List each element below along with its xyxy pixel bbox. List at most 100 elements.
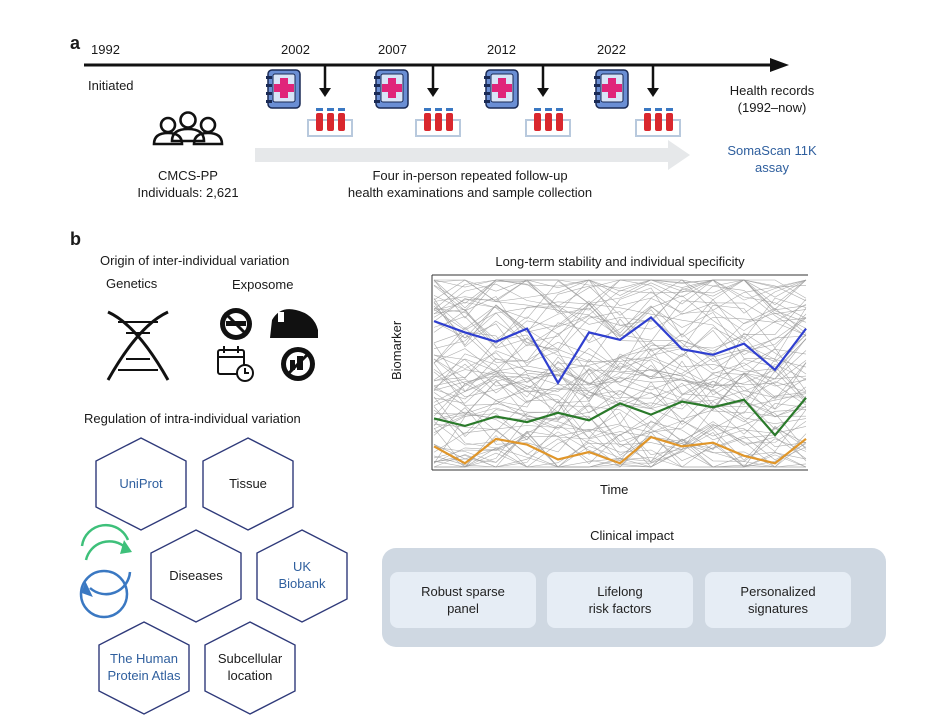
year-label-2022: 2022 [597, 42, 626, 57]
background-series-line [433, 438, 807, 468]
background-series-line [433, 329, 807, 385]
hexagon-label-subcellular: Subcellular location [195, 650, 305, 684]
medical-record-icon [374, 69, 409, 109]
impact-3-line1: Personalized [740, 584, 816, 599]
stability-title: Long-term stability and individual speci… [495, 254, 745, 269]
calendar-clock-icon [217, 346, 254, 382]
uk-biobank-line2: Biobank [278, 576, 326, 591]
background-series-line [433, 304, 807, 359]
background-series-line [433, 279, 807, 319]
panel-a-label: a [70, 33, 81, 53]
background-series-line [433, 302, 807, 355]
background-series-line [433, 317, 807, 371]
impact-3-line2: signatures [748, 601, 808, 616]
background-series-line [433, 377, 807, 430]
followup-band-arrow [255, 140, 690, 170]
background-series-line [433, 353, 807, 406]
background-series-line [433, 368, 807, 420]
impact-box-personalized-signatures: Personalized signatures [705, 572, 851, 628]
assay-line2: assay [755, 160, 789, 175]
background-series-line [433, 388, 807, 425]
background-series-line [433, 347, 807, 400]
background-series-line [433, 385, 807, 439]
cohort-label: CMCS-PP Individuals: 2,621 [118, 167, 258, 201]
medical-record-icon [484, 69, 519, 109]
sample-arrow-icon [537, 65, 549, 97]
highlight-series-line-1 [433, 315, 807, 386]
hexagon-uniprot [95, 437, 187, 531]
background-series-line [433, 365, 807, 417]
sample-tubes-icon [307, 108, 353, 137]
followup-group-2012 [484, 65, 571, 137]
background-series-line [433, 279, 807, 311]
sample-arrow-icon [647, 65, 659, 97]
background-series-line [433, 358, 807, 415]
chart-xlabel: Time [600, 482, 629, 497]
biomarker-line-chart [431, 274, 808, 471]
somascan-assay-label: SomaScan 11K assay [712, 142, 832, 176]
hexagon-label-diseases: Diseases [169, 568, 223, 583]
health-records-line2: (1992–now) [737, 100, 807, 115]
background-series-line [433, 338, 807, 387]
sample-arrow-icon [319, 65, 331, 97]
hexagon-human-protein-atlas [98, 621, 190, 715]
hexagon-label-human-protein-atlas: The Human Protein Atlas [89, 650, 199, 684]
background-series-line [433, 362, 807, 410]
background-series-line [434, 435, 807, 468]
background-series-line [433, 353, 807, 405]
health-records-line1: Health records [729, 83, 815, 98]
no-smoking-icon [220, 308, 252, 340]
no-alcohol-icon [281, 347, 315, 381]
start-year-label: 1992 [91, 42, 120, 57]
background-series-line [433, 279, 807, 314]
uk-biobank-line1: UK [292, 559, 312, 574]
hexagon-subcellular-location [204, 621, 296, 715]
cohort-name: CMCS-PP [158, 168, 218, 183]
background-series-line [433, 316, 807, 363]
medical-record-icon [266, 69, 301, 109]
background-series-line [433, 285, 807, 333]
year-label-2002: 2002 [281, 42, 310, 57]
background-series-line [433, 348, 807, 404]
people-group-icon [152, 111, 224, 146]
background-series-line [433, 332, 807, 389]
followup-description: Four in-person repeated follow-up health… [300, 167, 640, 201]
year-label-2007: 2007 [378, 42, 407, 57]
background-series-line [434, 430, 806, 468]
hpa-line1: The Human [110, 651, 178, 666]
background-series-line [433, 317, 807, 369]
hexagon-label-uniprot: UniProt [119, 476, 163, 491]
followup-text-line1: Four in-person repeated follow-up [372, 168, 568, 183]
hpa-line2: Protein Atlas [107, 668, 181, 683]
background-series-line [433, 348, 807, 404]
cohort-individuals: Individuals: 2,621 [137, 185, 239, 200]
background-series-line [433, 353, 807, 400]
background-series-line [433, 417, 807, 468]
chart-ylabel: Biomarker [389, 320, 404, 380]
medical-record-icon [594, 69, 629, 109]
sample-tubes-icon [525, 108, 571, 137]
sample-tubes-icon [415, 108, 461, 137]
exercise-icon [270, 309, 318, 338]
followup-group-2022 [594, 65, 681, 137]
background-series-line [433, 415, 807, 463]
highlight-series-line-2 [433, 397, 807, 437]
background-series-line [433, 279, 807, 302]
health-records-label: Health records (1992–now) [712, 82, 832, 116]
panel-b-label: b [70, 229, 81, 249]
intra-individual-title: Regulation of intra-individual variation [84, 411, 301, 426]
timeline-arrowhead [770, 58, 789, 72]
highlight-series-line-3 [433, 435, 807, 465]
background-series-line [433, 331, 807, 377]
sample-tubes-icon [635, 108, 681, 137]
followup-group-2007 [374, 65, 461, 137]
hexagon-uk-biobank [256, 529, 348, 623]
followup-text-line2: health examinations and sample collectio… [347, 185, 593, 200]
background-series-line [433, 279, 807, 320]
background-series-line [433, 396, 807, 449]
hexagon-label-uk-biobank: UK Biobank [247, 558, 357, 592]
impact-1-line2: panel [447, 601, 479, 616]
hexagon-diseases [150, 529, 242, 623]
background-series-line [433, 356, 807, 410]
